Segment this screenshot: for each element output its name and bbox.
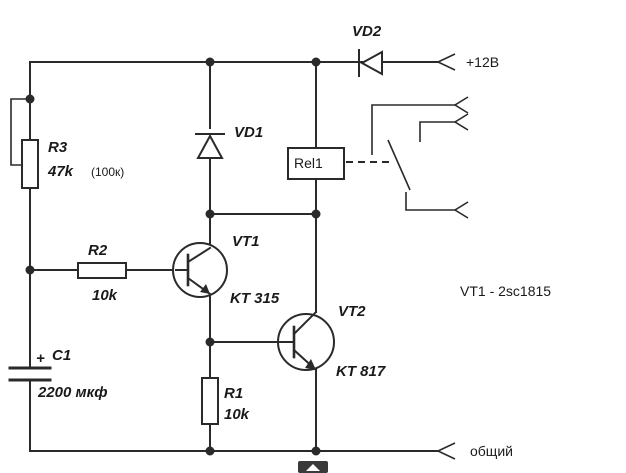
capacitor-c1 <box>8 353 52 393</box>
c1-plus: + <box>36 350 45 367</box>
supply-label: +12B <box>466 54 499 70</box>
r2-label: R2 <box>88 242 108 259</box>
relay-contacts <box>346 104 455 211</box>
ground-label: общий <box>470 443 513 459</box>
transistor-note: VT1 - 2sc1815 <box>460 283 551 299</box>
c1-label: C1 <box>52 347 71 364</box>
resistor-r2 <box>77 262 127 279</box>
r1-label: R1 <box>224 385 243 402</box>
r1-value: 10k <box>224 406 250 423</box>
r3-label: R3 <box>48 139 68 156</box>
c1-value: 2200 мкф <box>37 384 108 401</box>
vd2-label: VD2 <box>352 23 382 40</box>
r3-alt-value: (100к) <box>91 165 124 179</box>
junction-dots <box>25 57 321 456</box>
video-control-icon[interactable] <box>298 461 328 473</box>
r2-value: 10k <box>92 287 118 304</box>
vt2-type: KT 817 <box>336 363 386 380</box>
vt1-type: KT 315 <box>230 290 280 307</box>
r3-value: 47k <box>47 163 74 180</box>
relay-rel1 <box>287 147 345 180</box>
diode-vd1 <box>195 133 225 159</box>
relay-label: Rel1 <box>294 155 323 171</box>
transistor-vt2 <box>277 310 335 372</box>
vt2-label: VT2 <box>338 303 366 320</box>
diode-vd2 <box>358 49 383 77</box>
resistor-r1 <box>201 377 219 425</box>
terminals <box>436 53 469 460</box>
transistor-vt1 <box>172 242 228 298</box>
vt1-label: VT1 <box>232 233 260 250</box>
vd1-label: VD1 <box>234 124 263 141</box>
wires <box>10 61 439 452</box>
resistor-r3 <box>21 139 39 189</box>
